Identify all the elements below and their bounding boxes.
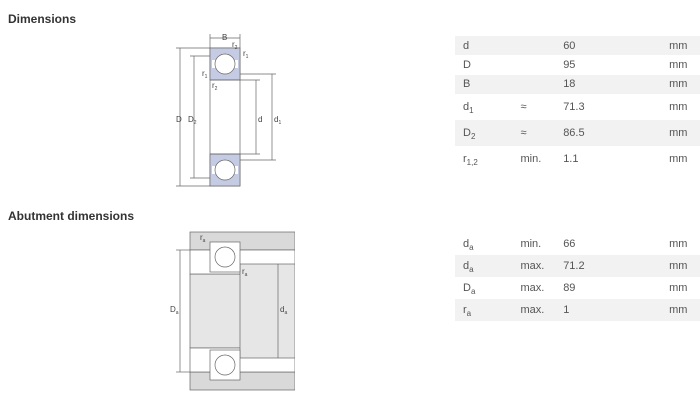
dimensions-table: d 60 mm D 95 mm B 18 mm d1 ≈ 71.3 mm D2 … [455,36,700,172]
label-d: d [258,115,262,124]
table-row: d 60 mm [455,36,700,56]
table-row: r1,2 min. 1.1 mm [463,152,688,167]
table-row: ra max. 1 mm [455,299,700,321]
svg-text:r2: r2 [212,81,218,92]
table-row: B 18 mm [455,74,700,94]
label-B: B [222,33,227,42]
svg-text:d1: d1 [274,115,281,126]
abutment-dimensions-diagram: ra ra Da da [170,231,295,391]
svg-text:r2: r2 [232,40,238,51]
dimensions-title: Dimensions [8,12,77,26]
svg-text:r1: r1 [202,69,208,80]
svg-text:r1: r1 [243,49,249,60]
table-row: Da max. 89 mm [463,282,688,296]
table-row: D 95 mm [463,58,688,71]
svg-text:D2: D2 [188,115,197,126]
table-row: D2 ≈ 86.5 mm [455,119,700,146]
label-D: D [176,115,182,124]
svg-text:ra: ra [200,233,206,244]
abutment-table: da min. 66 mm da max. 71.2 mm Da max. 89… [455,233,700,321]
svg-text:da: da [280,305,287,316]
svg-text:Da: Da [170,305,179,316]
table-row: da max. 71.2 mm [455,255,700,277]
svg-text:ra: ra [242,267,248,278]
table-row: da min. 66 mm [463,238,688,252]
abutment-dimensions-title: Abutment dimensions [8,209,135,223]
bearing-dimensions-diagram: B r2 r1 r1 r2 D D2 d d1 [176,33,281,187]
table-row: d1 ≈ 71.3 mm [463,100,688,115]
